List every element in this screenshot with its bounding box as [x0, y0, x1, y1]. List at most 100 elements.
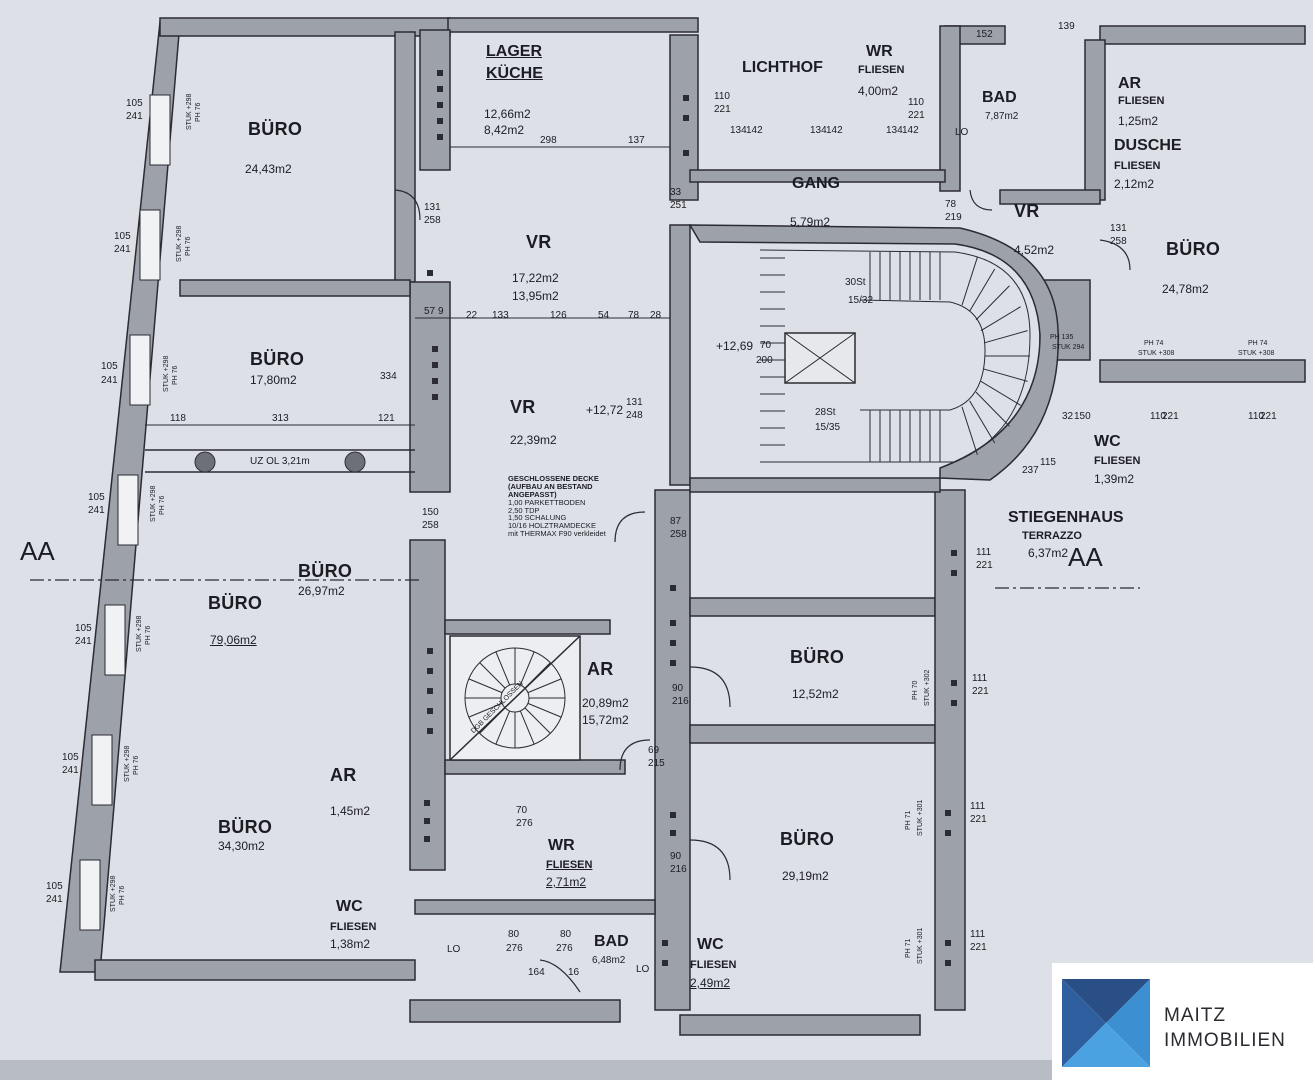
room-name-vr-mid: VR — [510, 397, 536, 417]
dim-33-251-2: 251 — [670, 200, 687, 211]
dim-150-258-2: 258 — [422, 520, 439, 531]
dim-111-221-c1: 111 — [970, 801, 986, 812]
room-name-ar-small: AR — [330, 765, 357, 785]
win-dim-5b: 241 — [75, 636, 92, 647]
ceiling-note-line-4: 10/16 HOLZTRAMDECKE — [508, 521, 596, 531]
dim-69-215-2: 215 — [648, 758, 665, 769]
wall-marker — [437, 102, 443, 108]
room-name-gang: GANG — [792, 175, 840, 192]
room-area-vr-top-1: 17,22m2 — [512, 271, 559, 285]
win-dim-4a: 105 — [88, 492, 105, 503]
room-area-wc-bottom: 2,49m2 — [690, 976, 731, 990]
room-area-buero-l: 34,30m2 — [218, 839, 265, 853]
dim-78-219-2: 219 — [945, 212, 962, 223]
dim-150-258-1: 150 — [422, 507, 439, 518]
dim-134-142-a1: 134 — [730, 125, 747, 136]
door-arc — [1099, 239, 1131, 271]
paper-shadow — [0, 1060, 1313, 1080]
lo-label-2: LO — [636, 964, 650, 975]
chain-133: 133 — [492, 310, 509, 321]
ceiling-note-title-3: ANGEPASST) — [508, 489, 557, 499]
spiral-tread — [495, 651, 511, 686]
stair-hall-wall — [688, 224, 1059, 481]
stuk-294: STUK 294 — [1052, 344, 1085, 351]
room-area-ar-top: 1,25m2 — [1118, 114, 1159, 128]
wall-marker — [951, 700, 957, 706]
dim-131-258-b2: 258 — [1110, 236, 1127, 247]
logo-shape-bottom — [1062, 1023, 1150, 1067]
stair-tread-curve — [980, 306, 1021, 332]
wall-j — [689, 724, 936, 744]
dim-70-276-2: 276 — [516, 818, 533, 829]
stair-tread-curve — [983, 368, 1028, 382]
chain-22: 22 — [466, 310, 478, 321]
wall-marker — [670, 660, 676, 666]
logo-name: MAITZ — [1164, 1005, 1226, 1026]
spiral-tread — [468, 702, 503, 718]
wall-marker — [670, 830, 676, 836]
room-area-wr-top: 4,00m2 — [858, 84, 899, 98]
stuk-label-5: STUK +298 — [136, 615, 143, 652]
wall-marker — [424, 818, 430, 824]
wall-marker — [670, 585, 676, 591]
wall-marker — [945, 830, 951, 836]
spiral-tread — [524, 707, 551, 734]
ph-70: PH 70 — [912, 680, 919, 700]
logo-mark-icon — [1062, 979, 1150, 1067]
room-name-buero-l: BÜRO — [218, 817, 273, 837]
wall-marker — [427, 270, 433, 276]
dim-110-221-c2: 221 — [1162, 411, 1179, 422]
stuk-301-a: STUK +301 — [917, 799, 924, 836]
dim-110-221-d1: 110 — [1248, 411, 1264, 422]
ceiling-note-line-5: mit THERMAX F90 verkleidet — [508, 529, 606, 539]
outer-wall-top-kitchen — [447, 17, 699, 33]
wall-h — [654, 489, 691, 1011]
room-name-wr-top: WR — [866, 43, 893, 60]
lo-label-1: LO — [447, 944, 461, 955]
room-area-dusche: 2,12m2 — [1114, 177, 1155, 191]
dim-110-221-c1: 110 — [1150, 411, 1166, 422]
stair-level: +12,69 — [716, 339, 754, 353]
dim-131-258-b1: 131 — [1110, 223, 1127, 234]
wall-k — [934, 489, 966, 1011]
wall-marker — [427, 688, 433, 694]
stair-tread-curve — [983, 330, 1028, 344]
dim-87-258-1: 87 — [670, 516, 682, 527]
outer-wall-top-far — [1099, 25, 1306, 45]
stair-tread-curve — [980, 380, 1021, 406]
room-area-buero-r2: 12,52m2 — [792, 687, 839, 701]
spiral-tread — [527, 678, 562, 694]
window-1 — [149, 94, 171, 166]
stair-inner-outline — [859, 299, 986, 411]
wall-q — [444, 619, 611, 635]
ph-label-2: PH 76 — [185, 236, 192, 256]
wall-marker — [662, 940, 668, 946]
dim-134-142-b1: 134 — [810, 125, 827, 136]
room-name-ar-mid: AR — [587, 659, 614, 679]
room-area-buero-2: 17,80m2 — [250, 373, 297, 387]
outer-wall-bottom-b — [409, 999, 621, 1023]
ph-74-b: PH 74 — [1248, 340, 1268, 347]
dim-32-150-1: 32 — [1062, 411, 1074, 422]
wall-i — [689, 597, 936, 617]
chain-28: 28 — [650, 310, 662, 321]
wall-l — [689, 477, 941, 493]
wall-r — [444, 759, 626, 775]
room-area-stiegenhaus: 6,37m2 — [1028, 546, 1069, 560]
room-area-ar-small: 1,45m2 — [330, 804, 371, 818]
dim-111-221-a2: 221 — [976, 560, 993, 571]
wall-c — [409, 539, 446, 871]
dim-115-237-1: 115 — [1040, 457, 1056, 468]
dim-90-216-a1: 90 — [672, 683, 684, 694]
win-dim-6a: 105 — [62, 752, 79, 763]
dim-110-221-a1: 110 — [714, 91, 730, 102]
ph-label-4: PH 76 — [159, 495, 166, 515]
room-finish-wr-bottom: FLIESEN — [546, 859, 593, 871]
ph-71-b: PH 71 — [905, 938, 912, 958]
wall-marker — [945, 810, 951, 816]
stair-tread-curve — [961, 406, 978, 455]
wall-marker — [432, 394, 438, 400]
dim-uzol: UZ OL 3,21m — [250, 456, 310, 467]
stair-tread-curve — [969, 400, 996, 444]
dim-80-276-b1: 80 — [560, 929, 572, 940]
